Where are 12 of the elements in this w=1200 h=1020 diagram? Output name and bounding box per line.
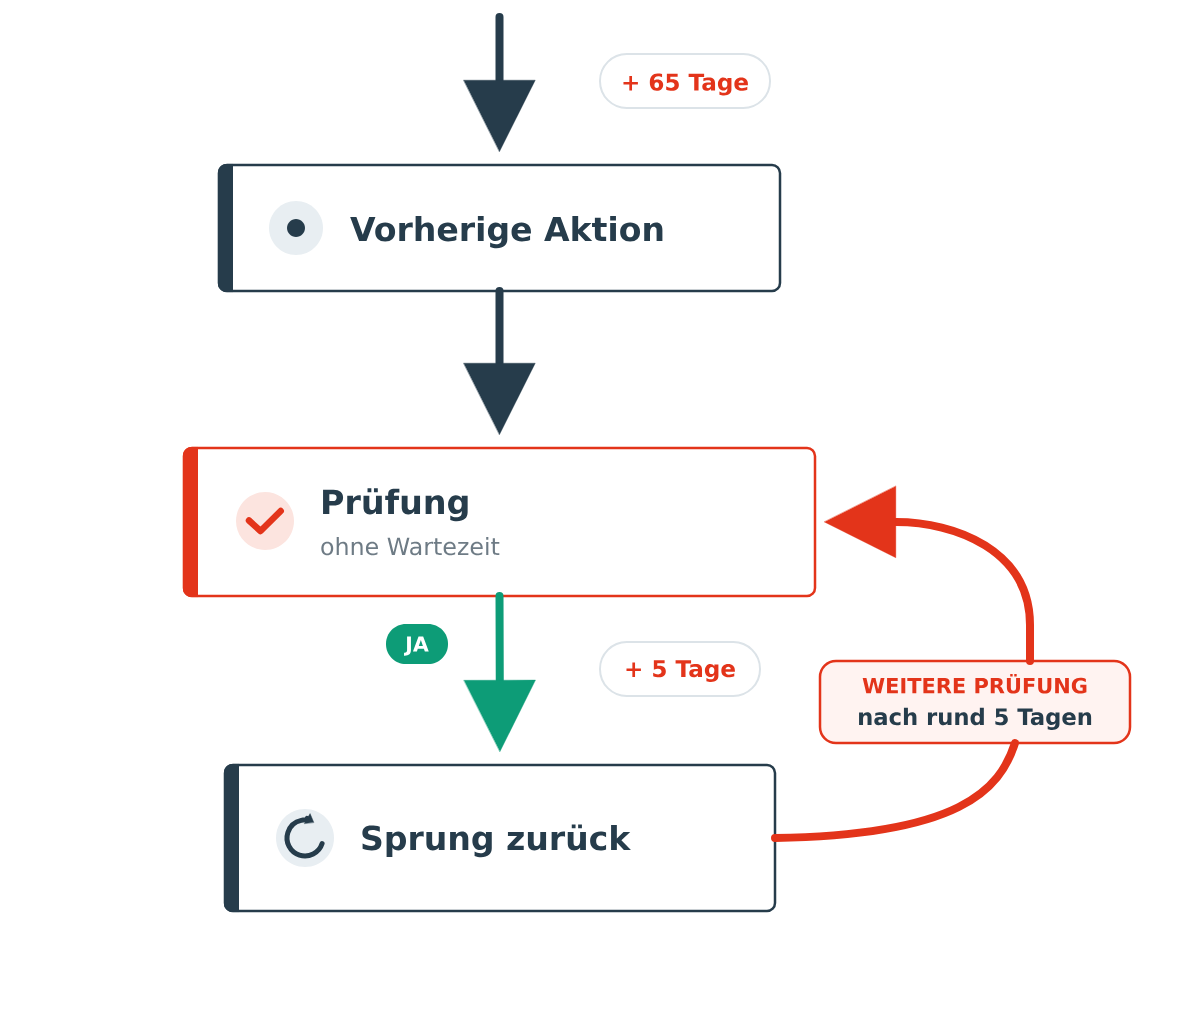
step-box: Prüfung ohne Wartezeit bbox=[182, 446, 817, 598]
arrow bbox=[463, 287, 536, 435]
arrow bbox=[463, 592, 536, 752]
step-box: Sprung zurück bbox=[223, 763, 777, 913]
duration-badge: + 5 Tage bbox=[599, 641, 761, 697]
step-box: Vorherige Aktion bbox=[217, 163, 782, 293]
connector-line bbox=[771, 739, 1019, 842]
arrow bbox=[824, 486, 1034, 665]
duration-badge: + 65 Tage bbox=[599, 53, 771, 109]
condition-badge: JA bbox=[386, 624, 448, 664]
callout-box: WEITERE PRÜFUNG nach rund 5 Tagen bbox=[818, 659, 1132, 745]
arrow bbox=[463, 13, 536, 152]
